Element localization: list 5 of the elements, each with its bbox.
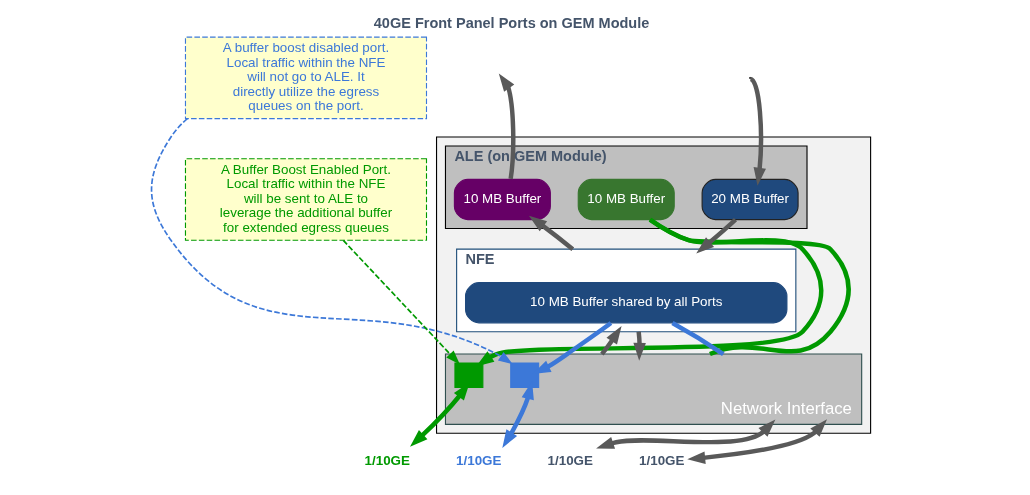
node-text: 1/10GE bbox=[547, 452, 593, 468]
node-text: 1/10GE bbox=[455, 452, 501, 468]
diagram-title: 40GE Front Panel Ports on GEM Module bbox=[373, 14, 649, 31]
node-text: 1/10GE bbox=[364, 452, 410, 468]
node-text: 1/10GE bbox=[638, 452, 684, 468]
